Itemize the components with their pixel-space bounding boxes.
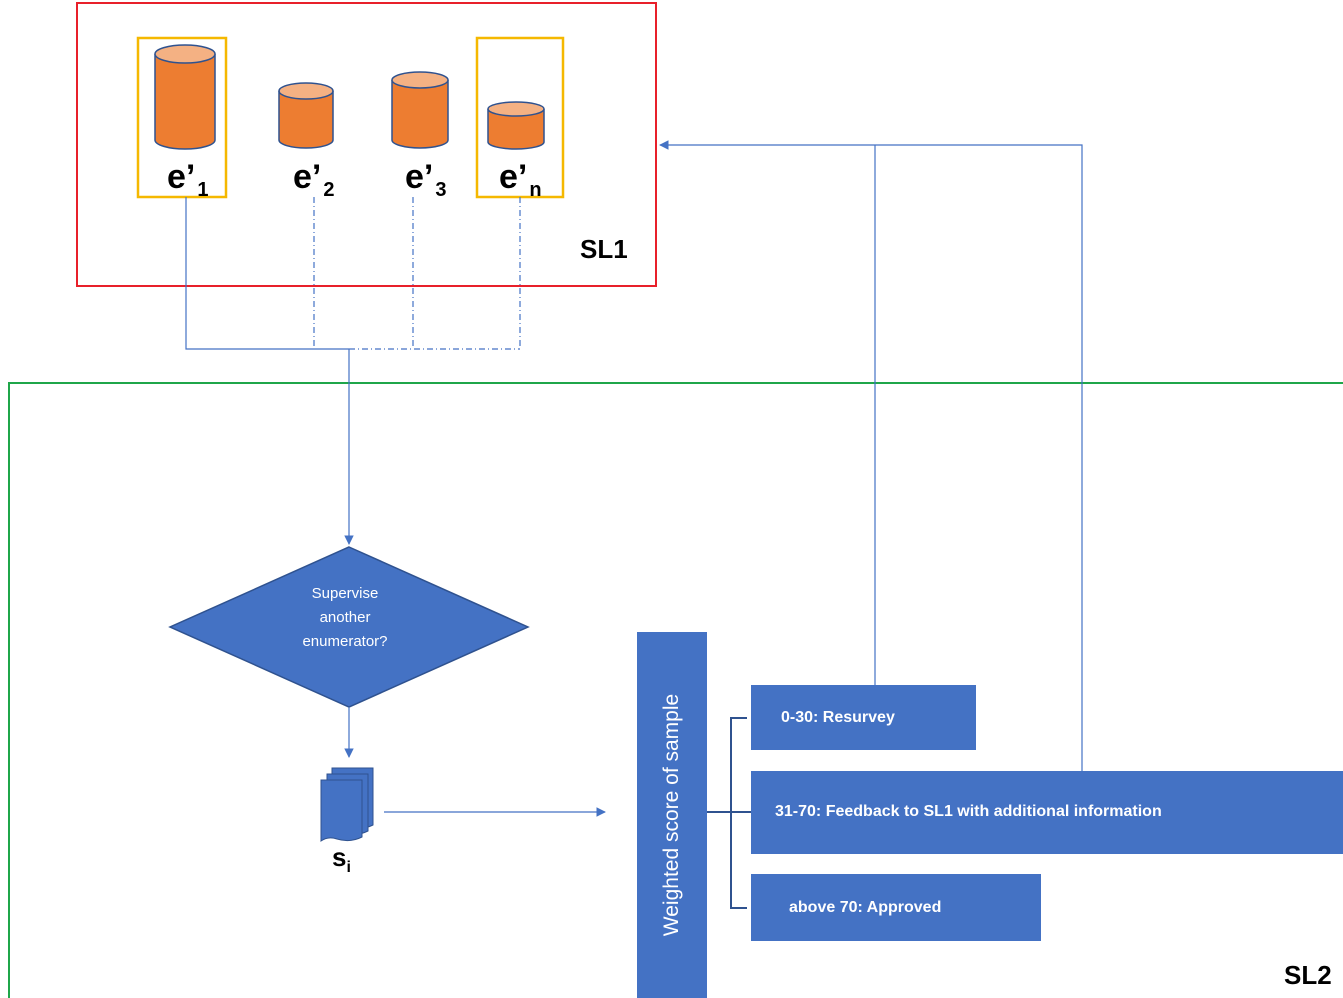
enumerator-subscript: 3: [435, 179, 447, 201]
weighted-score-label: Weighted score of sample: [660, 693, 683, 937]
decision-text: Supervise another enumerator?: [280, 582, 410, 654]
outcome-approved: above 70: Approved: [789, 899, 942, 916]
sample-subscript: i: [346, 859, 351, 876]
enumerator-label-2: e’2: [293, 160, 334, 200]
highlight-box-e1: [136, 36, 228, 199]
outcome-box-approved: [751, 874, 1041, 941]
enumerator-subscript: n: [529, 179, 542, 201]
sl1-container: [76, 2, 657, 287]
outcome-bracket: [707, 717, 751, 909]
enumerator-name: e’: [405, 158, 434, 196]
sl1-label: SL1: [580, 234, 628, 264]
outcome-resurvey: 0-30: Resurvey: [781, 709, 895, 726]
sl2-container: [8, 382, 1343, 998]
enumerator-label-1: e’1: [167, 160, 208, 200]
cylinder-e2: [278, 82, 334, 149]
outcome-box-resurvey: [751, 685, 976, 750]
outcome-feedback: 31-70: Feedback to SL1 with additional i…: [775, 803, 1162, 820]
enumerator-name: e’: [499, 158, 528, 196]
enumerator-subscript: 2: [323, 179, 335, 201]
multi-document-icon: [320, 767, 374, 842]
decision-line: Supervise: [311, 585, 379, 602]
sample-name: s: [332, 842, 347, 872]
outcome-box-feedback: [751, 771, 1343, 854]
enumerator-name: e’: [293, 158, 322, 196]
enumerator-subscript: 1: [197, 179, 209, 201]
sample-label: si: [332, 842, 351, 877]
feedback-arrows: [659, 140, 1083, 771]
cylinder-en: [487, 101, 545, 150]
enumerator-label-n: e’n: [499, 160, 542, 200]
enumerator-name: e’: [167, 158, 196, 196]
sl2-label: SL2: [1284, 960, 1332, 990]
weighted-score-box: [637, 632, 707, 998]
cylinder-e1: [154, 44, 216, 150]
decision-line: enumerator?: [302, 633, 388, 650]
enumerator-label-3: e’3: [405, 160, 446, 200]
cylinder-e3: [391, 71, 449, 149]
decision-line: another: [319, 609, 371, 626]
enumerator-connectors: [185, 197, 521, 350]
